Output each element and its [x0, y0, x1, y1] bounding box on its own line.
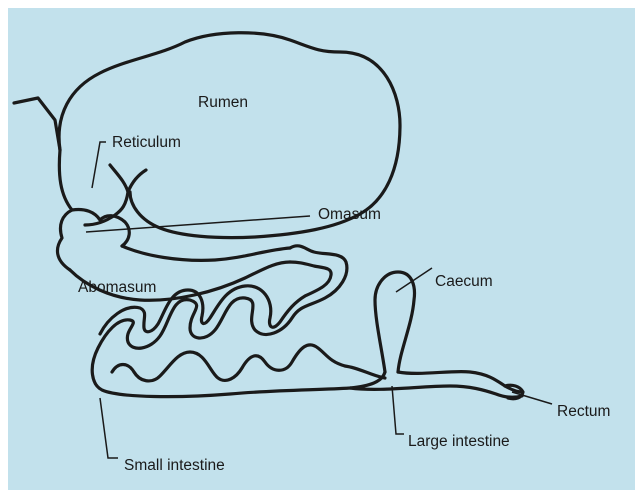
diagram-panel: Rumen Reticulum Omasum Abomasum Caecum R… [8, 8, 635, 490]
label-rumen: Rumen [198, 94, 248, 111]
label-large-intestine: Large intestine [408, 433, 510, 450]
label-caecum: Caecum [435, 273, 493, 290]
label-small-intestine: Small intestine [124, 457, 225, 474]
label-rectum: Rectum [557, 403, 610, 420]
label-omasum: Omasum [318, 206, 381, 223]
label-reticulum: Reticulum [112, 134, 181, 151]
label-abomasum: Abomasum [78, 279, 156, 296]
